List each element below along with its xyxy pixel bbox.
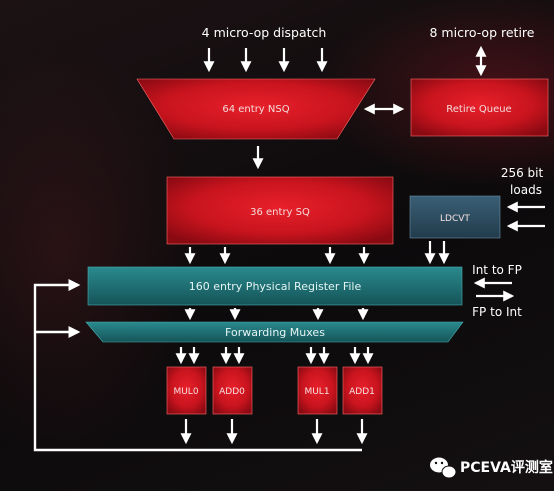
feedback-loop-outer xyxy=(33,279,185,452)
ldcvt-prf-arrows xyxy=(424,241,450,265)
mul0-unit xyxy=(166,366,207,415)
fwd-unit-arrows xyxy=(175,347,374,365)
add0-label: ADD0 xyxy=(219,387,245,397)
nsq-label: 64 entry NSQ xyxy=(222,104,289,115)
watermark: PCEVA评测室 xyxy=(430,457,553,479)
wechat-logo-icon xyxy=(430,457,457,479)
add1-unit xyxy=(342,366,383,415)
retire-queue-label: Retire Queue xyxy=(446,104,511,115)
add0-unit xyxy=(212,366,253,415)
sq-label: 36 entry SQ xyxy=(250,207,310,218)
add1-label: ADD1 xyxy=(349,387,375,397)
forwarding-muxes-label: Forwarding Muxes xyxy=(225,326,325,339)
retire-label: 8 micro-op retire xyxy=(430,25,535,40)
forwarding-muxes-block xyxy=(85,321,464,343)
mul0-label: MUL0 xyxy=(173,387,198,397)
sq-prf-arrows xyxy=(184,247,370,265)
loads-label-line2: loads xyxy=(510,183,542,197)
load-arrows xyxy=(506,201,545,232)
watermark-text: PCEVA评测室 xyxy=(460,459,553,476)
sq-block xyxy=(166,176,394,245)
ldcvt-label: LDCVT xyxy=(440,214,470,224)
prf-label: 160 entry Physical Register File xyxy=(189,280,362,293)
ldcvt-block xyxy=(409,195,501,239)
unit-output-arrows xyxy=(180,419,368,445)
int-to-fp-label: Int to FP xyxy=(472,263,522,277)
prf-fwd-arrows xyxy=(184,308,369,321)
mul1-label: MUL1 xyxy=(304,387,329,397)
retire-queue-block xyxy=(410,78,549,137)
dispatch-arrows xyxy=(203,48,328,73)
nsq-block xyxy=(136,78,376,140)
mul1-unit xyxy=(297,366,338,415)
prf-block xyxy=(87,266,463,306)
fp-to-int-label: FP to Int xyxy=(472,305,522,319)
loads-label-line1: 256 bit xyxy=(501,166,544,180)
dispatch-label: 4 micro-op dispatch xyxy=(202,25,327,40)
